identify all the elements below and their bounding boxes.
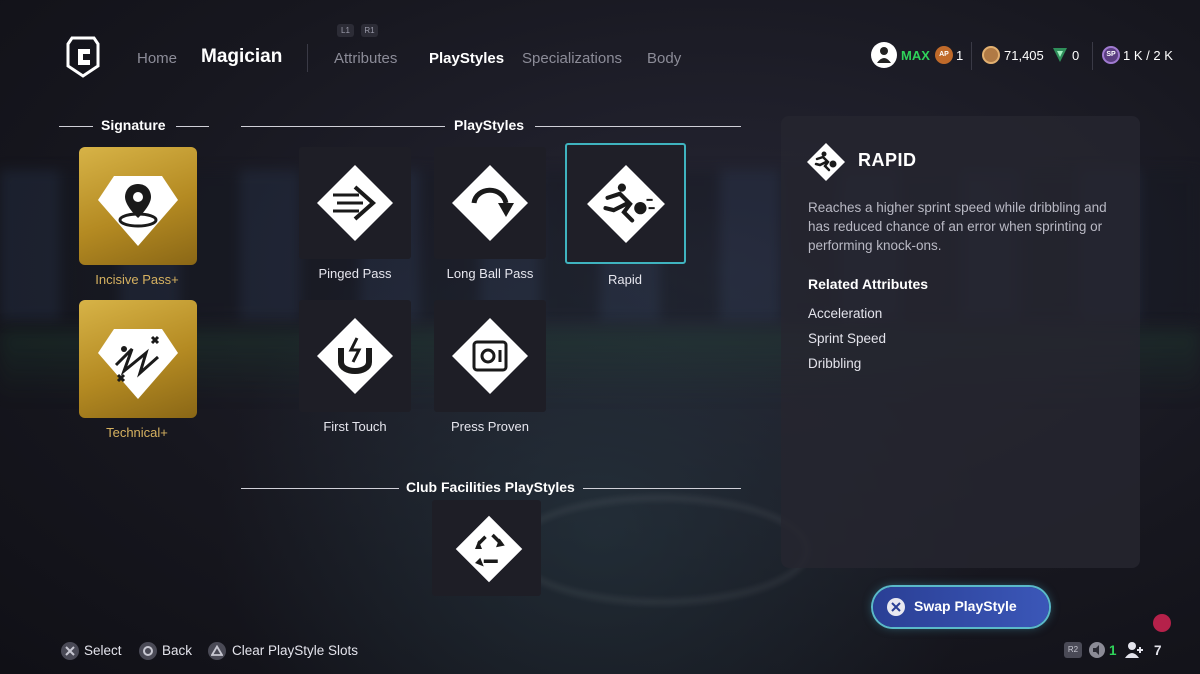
playstyle-slot-rapid[interactable] — [565, 143, 686, 264]
header-line — [59, 126, 93, 127]
clear-playstyle-slots-hint[interactable]: Clear PlayStyle Slots — [232, 643, 359, 658]
coins-value: 71,405 — [1004, 48, 1044, 63]
safe-icon — [452, 318, 528, 394]
cross-button-icon — [887, 598, 905, 616]
related-attribute-item: Sprint Speed — [808, 331, 887, 346]
rapid-detail-icon — [807, 143, 845, 181]
technical-label: Technical+ — [106, 425, 168, 440]
top-navigation: Home Magician Attributes PlayStyles Spec… — [0, 46, 760, 70]
detail-description: Reaches a higher sprint speed while drib… — [808, 200, 1107, 253]
related-attribute-item: Dribbling — [808, 356, 862, 371]
signature-slot-technical[interactable] — [79, 300, 197, 418]
nav-divider — [307, 44, 308, 72]
triangle-button-icon — [208, 642, 226, 660]
swap-playstyle-button[interactable]: Swap PlayStyle — [873, 587, 1049, 627]
online-count: 1 — [1109, 643, 1117, 658]
pinged-pass-label: Pinged Pass — [318, 266, 392, 281]
playstyles-section-header: PlayStyles — [241, 117, 741, 135]
club-facilities-heading: Club Facilities PlayStyles — [406, 479, 575, 495]
rapid-label: Rapid — [608, 272, 642, 287]
notification-dot — [1153, 614, 1171, 632]
curved-arrow-icon — [452, 165, 528, 241]
related-attributes-heading: Related Attributes — [808, 276, 929, 292]
header-line — [583, 488, 741, 489]
coins-icon — [982, 46, 1000, 64]
vp-shield-icon — [1053, 48, 1067, 62]
header-line — [241, 126, 445, 127]
player-level-icon — [871, 42, 897, 68]
l1-button-hint: L1 — [337, 24, 354, 37]
long-ball-pass-label: Long Ball Pass — [446, 266, 534, 281]
playstyles-heading: PlayStyles — [454, 117, 525, 133]
detail-title: RAPID — [858, 150, 917, 170]
r1-button-hint: R1 — [361, 24, 378, 37]
tab-body[interactable]: Body — [647, 50, 682, 67]
sprinting-player-icon — [587, 165, 665, 243]
signature-slot-incisive-pass[interactable] — [79, 147, 197, 265]
currency-bar: MAX AP 1 71,405 0 SP 1 K / 2 K — [870, 40, 1200, 70]
nav-home[interactable]: Home — [137, 50, 178, 67]
playstyle-slot-first-touch[interactable] — [299, 300, 411, 412]
location-pin-icon — [98, 176, 178, 246]
tab-playstyles[interactable]: PlayStyles — [429, 50, 505, 67]
playstyle-detail-panel: RAPID Reaches a higher sprint speed whil… — [781, 116, 1140, 568]
sp-icon: SP — [1102, 46, 1120, 64]
stat-divider — [971, 42, 972, 70]
club-crest-background — [510, 495, 810, 605]
friends-icon — [1125, 642, 1143, 658]
clubs-logo-icon — [66, 36, 100, 78]
first-touch-label: First Touch — [323, 419, 387, 434]
zigzag-path-icon — [98, 329, 178, 399]
press-proven-label: Press Proven — [450, 419, 530, 434]
swap-playstyle-label: Swap PlayStyle — [914, 598, 1017, 614]
r2-button-icon: R2 — [1064, 642, 1082, 658]
playstyle-slot-long-ball-pass[interactable] — [434, 147, 546, 259]
club-facilities-section-header: Club Facilities PlayStyles — [241, 479, 741, 497]
header-line — [241, 488, 399, 489]
club-facilities-slot[interactable] — [432, 500, 541, 596]
tab-specializations[interactable]: Specializations — [522, 50, 623, 67]
player-name-title: Magician — [201, 46, 283, 67]
incisive-pass-label: Incisive Pass+ — [95, 272, 179, 287]
related-attribute-item: Acceleration — [808, 306, 883, 321]
speaker-icon — [1089, 642, 1105, 658]
magnet-icon — [317, 318, 393, 394]
button-hints-footer: Select Back Clear PlayStyle Slots — [61, 641, 381, 661]
header-line — [176, 126, 209, 127]
signature-heading: Signature — [101, 117, 166, 133]
fast-arrow-icon — [317, 165, 393, 241]
ap-icon: AP — [935, 46, 953, 64]
recycle-icon — [455, 515, 523, 583]
sp-value: 1 K / 2 K — [1123, 48, 1173, 63]
playstyle-slot-pinged-pass[interactable] — [299, 147, 411, 259]
tab-attributes[interactable]: Attributes — [334, 50, 398, 67]
cross-button-icon — [61, 642, 79, 660]
party-count: 7 — [1154, 643, 1162, 658]
footer-status: R2 1 7 — [1064, 641, 1174, 661]
back-hint[interactable]: Back — [162, 643, 193, 658]
playstyle-slot-press-proven[interactable] — [434, 300, 546, 412]
circle-button-icon — [139, 642, 157, 660]
signature-section-header: Signature — [59, 117, 209, 135]
stat-divider — [1092, 42, 1093, 70]
ap-value: 1 — [956, 48, 964, 63]
select-hint[interactable]: Select — [84, 643, 122, 658]
vp-value: 0 — [1072, 48, 1080, 63]
header-line — [535, 126, 741, 127]
level-max-label: MAX — [901, 48, 930, 63]
